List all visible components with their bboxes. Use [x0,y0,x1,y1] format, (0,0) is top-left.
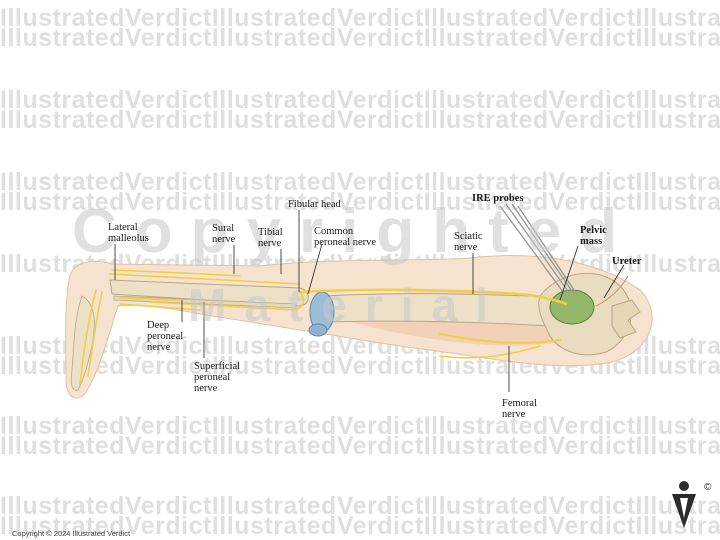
foot-nerve [79,289,97,385]
common-peroneal-nerve [149,291,305,311]
superficial-peroneal-nerve [119,303,201,311]
sciatic-nerve [298,288,568,306]
tibial-nerve [109,273,301,285]
copyright-footer: Copyright © 2024 Illustrated Verdict [12,529,131,538]
foot-nerve [87,291,103,377]
watermark-row: IllustratedVerdictIllustratedVerdictIllu… [0,88,720,113]
leader-lines [114,210,625,392]
ureter [595,275,629,307]
illustrated-verdict-logo: © [672,481,712,528]
watermark-row: IllustratedVerdictIllustratedVerdictIllu… [0,190,720,215]
femoral-branch [439,345,541,359]
ire-probes [499,203,579,297]
watermark-row: IllustratedVerdictIllustratedVerdictIllu… [0,170,720,195]
watermark-row: IllustratedVerdictIllustratedVerdictIllu… [0,414,720,439]
watermark-row: IllustratedVerdictIllustratedVerdictIllu… [0,494,720,519]
logo-copyright-mark: © [704,482,712,493]
watermark-row: IllustratedVerdictIllustratedVerdictIllu… [0,434,720,459]
nerve-network [79,269,568,385]
knee-cartilage [308,323,328,337]
deep-peroneal-nerve [119,297,181,301]
watermark-row: IllustratedVerdictIllustratedVerdictIllu… [0,26,720,51]
material-watermark: Material [188,279,506,331]
watermark-row: IllustratedVerdictIllustratedVerdictIllu… [0,108,720,133]
sural-nerve [111,269,241,277]
tibia-bone [109,279,309,307]
label-ureter: Ureter [612,256,642,267]
foot-bones [70,295,95,391]
label-ire-probes: IRE probes [472,193,524,204]
copyright-watermark: Copyrighted [72,197,636,266]
pelvic-mass [549,289,595,325]
spine-vertebrae [611,299,641,339]
watermark-row: IllustratedVerdictIllustratedVerdictIllu… [0,6,720,31]
watermark-row: IllustratedVerdictIllustratedVerdictIllu… [0,514,720,539]
label-fibular-head: Fibular head [288,199,341,210]
femoral-nerve [439,333,561,344]
